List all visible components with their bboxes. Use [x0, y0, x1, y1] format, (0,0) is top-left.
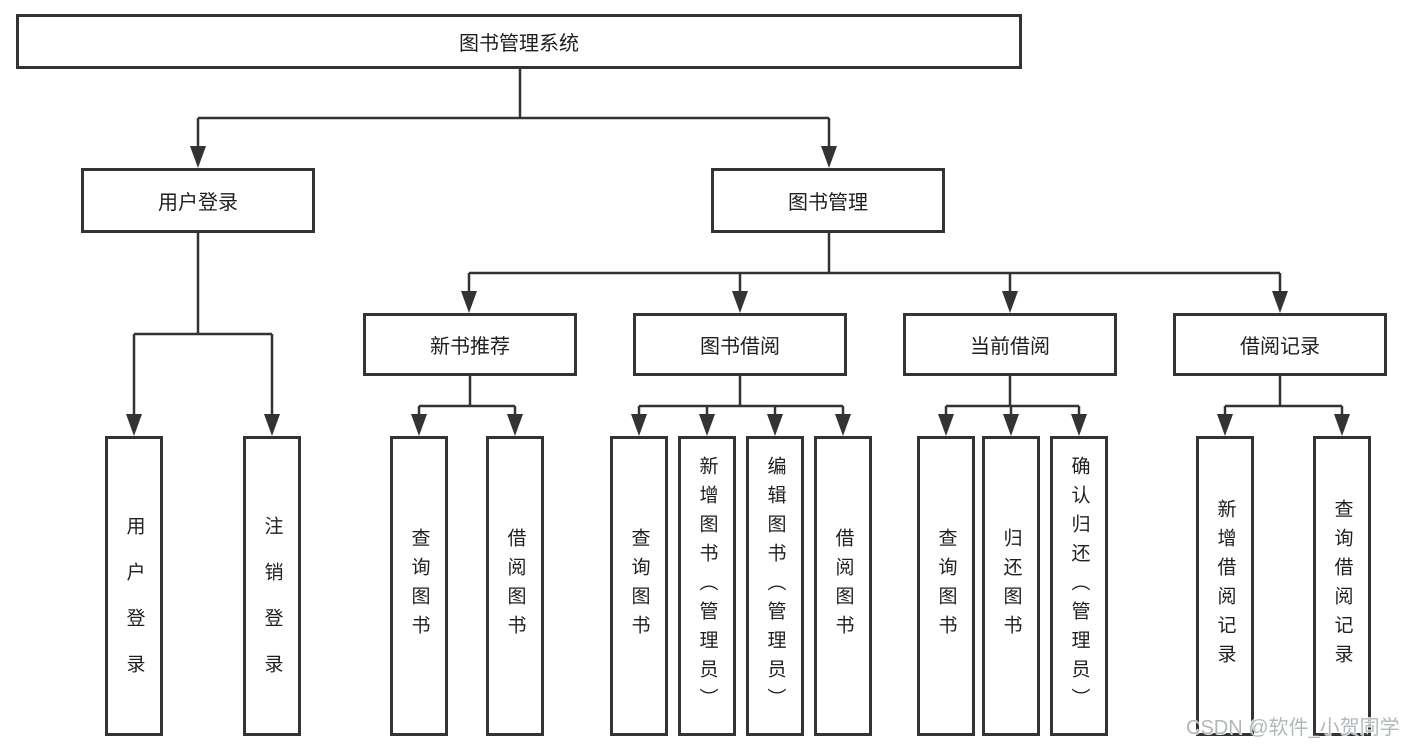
connector-new-book-recommend-children	[411, 376, 523, 436]
arrow-down-icon	[461, 291, 477, 313]
leaf-borrow-books-recommend: 借阅图书	[486, 436, 544, 736]
arrow-down-icon	[1334, 414, 1350, 436]
arrow-down-icon	[1217, 414, 1233, 436]
leaf-return-book-label: 归还图书	[1000, 528, 1022, 644]
arrow-down-icon	[699, 414, 715, 436]
leaf-query-borrow-record-label: 查询借阅记录	[1331, 499, 1353, 673]
leaf-add-book-admin-label: 新增图书（管理员）	[696, 455, 718, 717]
leaf-confirm-return-admin: 确认归还（管理员）	[1050, 436, 1108, 736]
leaf-user-login-label: 用户登录	[123, 516, 145, 700]
node-book-borrow-label: 图书借阅	[700, 336, 780, 358]
node-user-login-label: 用户登录	[158, 192, 238, 214]
arrow-down-icon	[1071, 414, 1087, 436]
leaf-borrow-books: 借阅图书	[814, 436, 872, 736]
node-new-book-recommend-label: 新书推荐	[430, 336, 510, 358]
node-current-borrow-label: 当前借阅	[970, 336, 1050, 358]
leaf-edit-book-admin-label: 编辑图书（管理员）	[764, 455, 786, 717]
leaf-borrow-books-recommend-label: 借阅图书	[504, 528, 526, 644]
node-user-login: 用户登录	[81, 168, 315, 233]
leaf-borrow-books-label: 借阅图书	[832, 528, 854, 644]
node-book-management-label: 图书管理	[788, 192, 868, 214]
arrow-down-icon	[732, 291, 748, 313]
leaf-add-borrow-record-label: 新增借阅记录	[1214, 499, 1236, 673]
leaf-query-books-recommend: 查询图书	[390, 436, 448, 736]
arrow-down-icon	[1272, 291, 1288, 313]
leaf-query-books-current-label: 查询图书	[935, 528, 957, 644]
arrow-down-icon	[767, 414, 783, 436]
connector-borrow-records-children	[1217, 376, 1350, 436]
node-borrow-records: 借阅记录	[1173, 313, 1387, 376]
leaf-logout: 注销登录	[243, 436, 301, 736]
node-book-borrow: 图书借阅	[633, 313, 847, 376]
csdn-watermark: CSDN @软件_小贺同学	[1186, 717, 1400, 739]
leaf-logout-label: 注销登录	[261, 516, 283, 700]
connector-user-login-children	[126, 233, 280, 436]
leaf-query-books-recommend-label: 查询图书	[408, 528, 430, 644]
node-book-management: 图书管理	[711, 168, 945, 233]
arrow-down-icon	[1002, 291, 1018, 313]
connector-book-borrow-children	[631, 376, 851, 436]
node-current-borrow: 当前借阅	[903, 313, 1117, 376]
arrow-down-icon	[835, 414, 851, 436]
leaf-user-login: 用户登录	[105, 436, 163, 736]
leaf-query-books-borrow: 查询图书	[610, 436, 668, 736]
arrow-down-icon	[631, 414, 647, 436]
leaf-confirm-return-admin-label: 确认归还（管理员）	[1068, 455, 1090, 717]
arrow-down-icon	[507, 414, 523, 436]
leaf-edit-book-admin: 编辑图书（管理员）	[746, 436, 804, 736]
arrow-down-icon	[264, 414, 280, 436]
leaf-add-book-admin: 新增图书（管理员）	[678, 436, 736, 736]
arrow-down-icon	[1003, 414, 1019, 436]
connector-current-borrow-children	[938, 376, 1087, 436]
arrow-down-icon	[126, 414, 142, 436]
node-root: 图书管理系统	[16, 14, 1022, 69]
node-root-label: 图书管理系统	[459, 33, 579, 55]
arrow-down-icon	[821, 146, 837, 168]
leaf-query-borrow-record: 查询借阅记录	[1313, 436, 1371, 736]
node-borrow-records-label: 借阅记录	[1240, 336, 1320, 358]
arrow-down-icon	[938, 414, 954, 436]
node-new-book-recommend: 新书推荐	[363, 313, 577, 376]
arrow-down-icon	[190, 146, 206, 168]
leaf-add-borrow-record: 新增借阅记录	[1196, 436, 1254, 736]
leaf-query-books-borrow-label: 查询图书	[628, 528, 650, 644]
connector-book-management-children	[461, 233, 1288, 313]
leaf-return-book: 归还图书	[982, 436, 1040, 736]
leaf-query-books-current: 查询图书	[917, 436, 975, 736]
arrow-down-icon	[411, 414, 427, 436]
connector-root-to-level2	[190, 68, 837, 168]
